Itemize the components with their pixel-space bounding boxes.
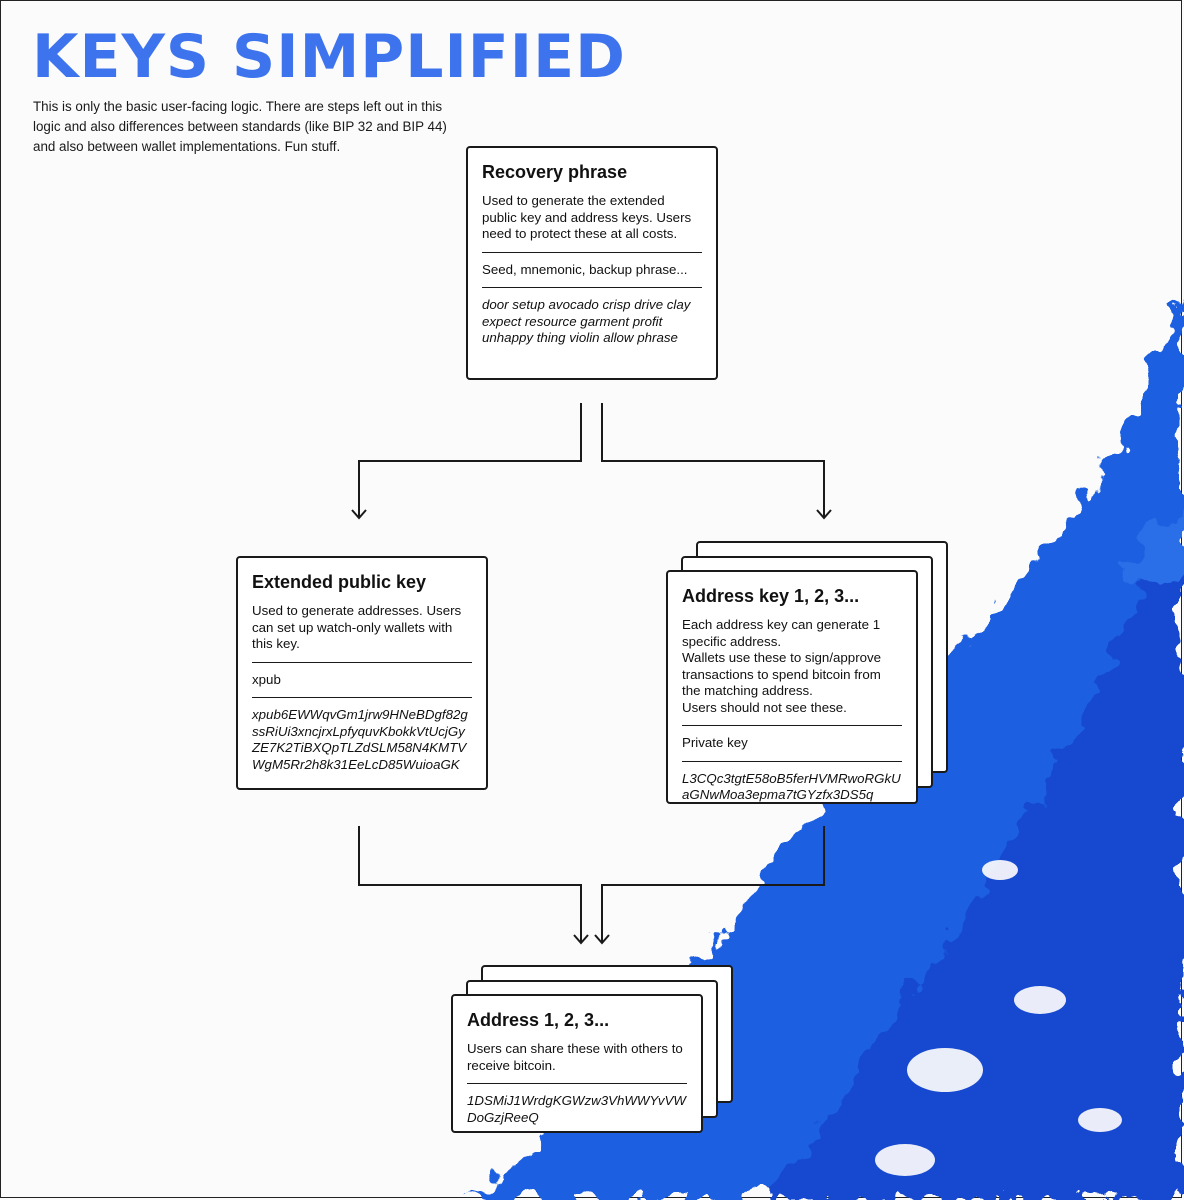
divider [252,697,472,698]
extended-public-key-title: Extended public key [252,572,427,592]
recovery-phrase-example: door setup avocado crisp drive clay expe… [482,297,691,345]
extended-public-key-card: Extended public key Used to generate add… [236,556,488,790]
address-description: Users can share these with others to rec… [467,1041,683,1073]
address-key-alias: Private key [682,735,748,750]
recovery-phrase-title: Recovery phrase [482,162,628,182]
address-title: Address 1, 2, 3... [467,1010,610,1030]
divider [467,1083,687,1084]
divider [482,251,702,253]
divider [682,760,902,762]
divider [482,287,702,288]
extended-public-key-alias: xpub [252,671,281,687]
address-key-description: Each address key can generate 1 specific… [682,617,882,715]
recovery-phrase-aliases: Seed, mnemonic, backup phrase... [482,261,688,277]
recovery-phrase-card: Recovery phrase Used to generate the ext… [466,146,718,380]
extended-public-key-description: Used to generate addresses. Users can se… [252,603,462,651]
intro-text: This is only the basic user-facing logic… [33,99,447,154]
divider [252,661,472,663]
address-key-title: Address key 1, 2, 3... [682,586,860,606]
address-example: 1DSMiJ1WrdgKGWzw3VhWWYvVWDoGzjReeQ [467,1093,686,1125]
extended-public-key-example: xpub6EWWqvGm1jrw9HNeBDgf82gssRiUi3xncjrx… [252,707,468,772]
address-key-card: Address key 1, 2, 3... Each address key … [666,570,918,804]
page-title: KEYS SIMPLIFIED [32,22,626,92]
recovery-phrase-description: Used to generate the extended public key… [482,193,692,241]
divider [682,725,902,726]
address-key-example: L3CQc3tgtE58oB5ferHVMRwoRGkUaGNwMoa3epma… [682,770,901,803]
address-card: Address 1, 2, 3... Users can share these… [451,994,703,1133]
